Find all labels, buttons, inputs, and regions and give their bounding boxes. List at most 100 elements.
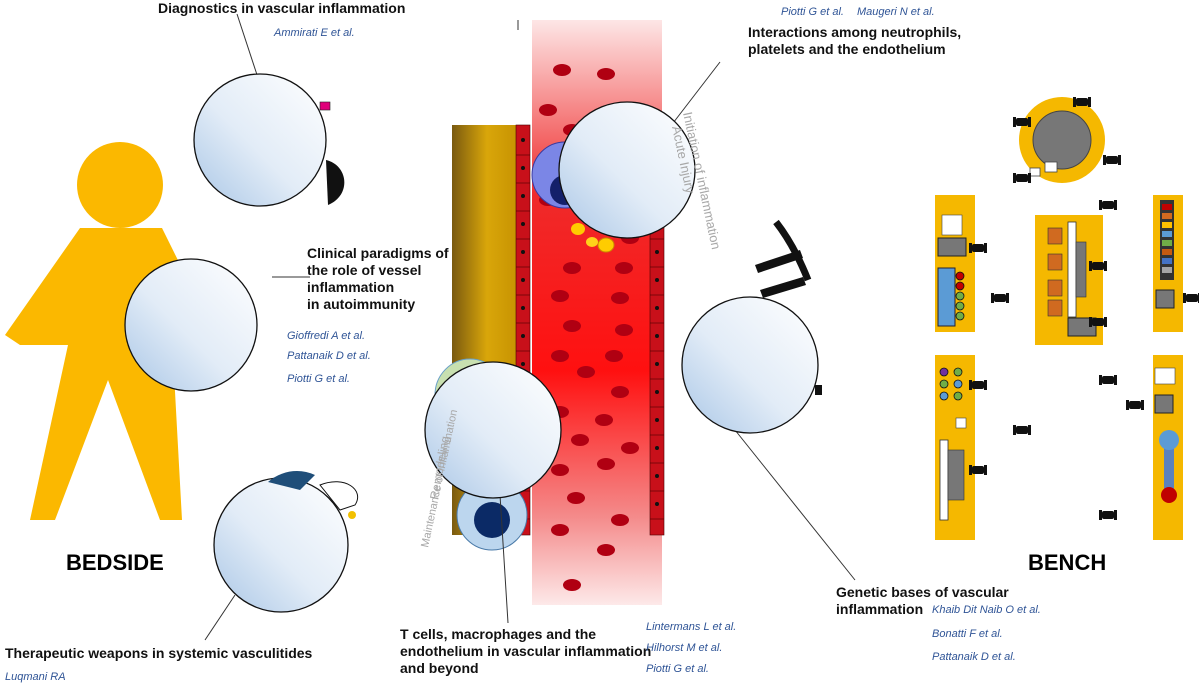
lab-chair-arm — [984, 465, 987, 475]
lab-chair-arm — [1104, 261, 1107, 271]
red-blood-cell — [563, 262, 581, 274]
lab-chair — [1186, 294, 1198, 302]
decoration-blob — [326, 160, 345, 205]
red-blood-cell — [597, 544, 615, 556]
red-blood-cell — [611, 292, 629, 304]
lab-chair — [1092, 318, 1104, 326]
lab-chair — [1102, 376, 1114, 384]
lab-chair — [1092, 262, 1104, 270]
red-blood-cell — [597, 458, 615, 470]
capsule-icon — [268, 470, 315, 490]
endothelial-nucleus — [521, 250, 525, 254]
lab-chair — [1102, 511, 1114, 519]
instrument-bar — [1162, 249, 1172, 255]
red-blood-cell — [611, 514, 629, 526]
ref-interactions-1: Piotti G et al. — [781, 6, 844, 18]
instrument-knob — [939, 367, 949, 377]
instrument-knob — [953, 391, 963, 401]
instrument-knob — [953, 379, 963, 389]
lab-chair-arm — [1104, 317, 1107, 327]
red-blood-cell — [563, 579, 581, 591]
lens-diagnostics — [193, 73, 327, 207]
lab-chair — [1102, 201, 1114, 209]
lab-chair — [1129, 401, 1141, 409]
red-blood-cell — [621, 442, 639, 454]
lab-chair-arm — [1141, 400, 1144, 410]
title-tcells: T cells, macrophages and the endothelium… — [400, 626, 652, 676]
endothelial-nucleus — [655, 278, 659, 282]
red-blood-cell — [571, 434, 589, 446]
lab-chair-arm — [1114, 200, 1117, 210]
instrument-bar — [1162, 213, 1172, 219]
endothelial-nucleus — [655, 334, 659, 338]
lens-interactions — [558, 101, 696, 239]
pill-icon — [348, 511, 356, 519]
lab-bench — [935, 97, 1199, 540]
capsule-half — [319, 481, 358, 511]
lab-chair-arm — [984, 243, 987, 253]
instrument-knob — [939, 391, 949, 401]
red-blood-cell — [553, 64, 571, 76]
red-blood-cell — [551, 350, 569, 362]
lab-chair — [1076, 98, 1088, 106]
endothelial-nucleus — [655, 250, 659, 254]
lab-chair — [1016, 174, 1028, 182]
lab-chair-arm — [1114, 510, 1117, 520]
lab-chair-arm — [1114, 375, 1117, 385]
magnifier-lenses — [124, 73, 819, 613]
lab-chair — [972, 466, 984, 474]
ref-interactions-2: Maugeri N et al. — [857, 6, 935, 18]
lab-chair-arm — [1126, 400, 1129, 410]
lab-chair-arm — [1073, 97, 1076, 107]
ref-clinical-2: Pattanaik D et al. — [287, 350, 371, 362]
red-blood-cell — [551, 290, 569, 302]
red-blood-cell — [551, 524, 569, 536]
instrument-bar — [1162, 222, 1172, 228]
endothelial-nucleus — [521, 334, 525, 338]
pointer-lines — [204, 13, 856, 641]
lens-clinical — [124, 258, 258, 392]
lab-chair-arm — [1103, 155, 1106, 165]
title-interactions: Interactions among neutrophils, platelet… — [748, 24, 962, 57]
lab-chair-arm — [1013, 117, 1016, 127]
endothelial-nucleus — [655, 446, 659, 450]
lab-chair-arm — [1013, 425, 1016, 435]
lab-chair — [1016, 426, 1028, 434]
lab-chair — [1106, 156, 1118, 164]
ref-genetic-3: Pattanaik D et al. — [932, 651, 1016, 663]
lab-chair — [972, 244, 984, 252]
dna-helix — [755, 219, 822, 395]
lab-chair-arm — [969, 465, 972, 475]
endothelial-nucleus — [521, 278, 525, 282]
decoration-square — [319, 101, 331, 111]
instrument-bar — [1162, 267, 1172, 273]
lab-chair-arm — [984, 380, 987, 390]
ref-therapeutic-1: Luqmani RA — [5, 671, 66, 683]
endothelial-nucleus — [655, 502, 659, 506]
red-blood-cell — [605, 350, 623, 362]
lab-chair-arm — [1028, 173, 1031, 183]
title-clinical: Clinical paradigms of the role of vessel… — [307, 245, 449, 312]
ref-diagnostics-1: Ammirati E et al. — [274, 27, 355, 39]
red-blood-cell — [551, 464, 569, 476]
red-blood-cell — [615, 324, 633, 336]
ref-tcells-3: Piotti G et al. — [646, 663, 709, 675]
lab-chair — [1016, 118, 1028, 126]
endothelial-nucleus — [521, 166, 525, 170]
red-blood-cell — [611, 386, 629, 398]
lab-chair-arm — [1088, 97, 1091, 107]
label-bench: BENCH — [1028, 550, 1107, 575]
lens-therapeutic — [213, 477, 349, 613]
lab-chair-arm — [1099, 375, 1102, 385]
lab-chair-arm — [991, 293, 994, 303]
ref-genetic-2: Bonatti F et al. — [932, 628, 1003, 640]
red-blood-cell — [615, 262, 633, 274]
instrument-knob — [955, 291, 965, 301]
lab-chair — [994, 294, 1006, 302]
red-blood-cell — [567, 492, 585, 504]
endothelial-nucleus — [521, 138, 525, 142]
endothelial-nucleus — [655, 474, 659, 478]
lab-chair-arm — [1089, 317, 1092, 327]
title-genetic: Genetic bases of vascular inflammation — [836, 584, 1009, 617]
instrument-knob — [955, 281, 965, 291]
